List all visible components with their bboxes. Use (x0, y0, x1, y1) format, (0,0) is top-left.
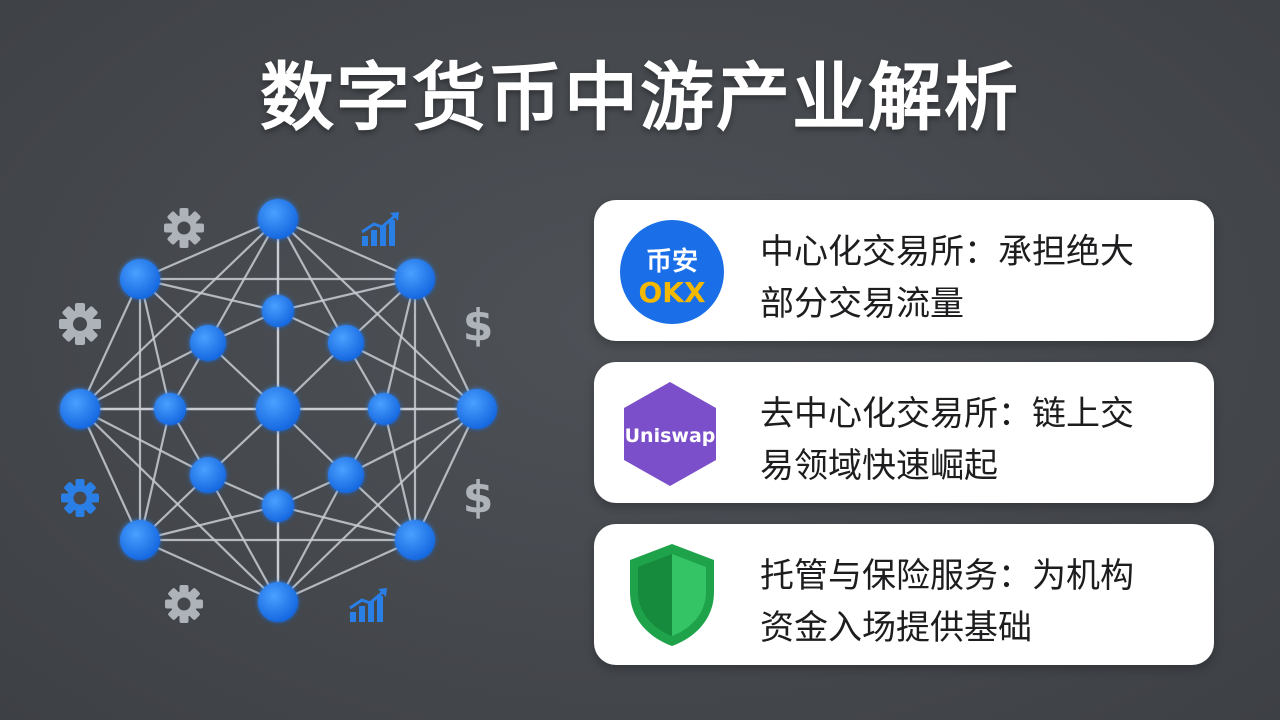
bar-chart-up-icon (349, 588, 387, 622)
network-node (395, 259, 435, 299)
network-node (190, 325, 226, 361)
card-line-2: 资金入场提供基础 (760, 608, 1032, 648)
card-text: 去中心化交易所：链上交 易领域快速崛起 (760, 388, 1190, 492)
network-node (368, 393, 400, 425)
network-node (120, 259, 160, 299)
card-line-2: 部分交易流量 (760, 284, 964, 324)
card-text: 托管与保险服务：为机构 资金入场提供基础 (760, 550, 1190, 654)
gear-icon (164, 208, 204, 248)
network-edge (277, 474, 347, 603)
network-edge (414, 278, 478, 410)
logo-text-okx: OKX (638, 276, 706, 309)
shield-icon (630, 544, 714, 646)
dollar-icon: $ (463, 472, 494, 523)
gear-icon (61, 479, 99, 517)
network-edge (79, 342, 209, 410)
network-edge (139, 504, 279, 542)
card-line-2: 易领域快速崛起 (760, 446, 998, 486)
network-edge (277, 218, 347, 344)
card-line-1: 去中心化交易所：链上交 (760, 394, 1134, 434)
network-node (154, 393, 186, 425)
network-edge (207, 218, 279, 344)
bar-chart-up-icon (361, 212, 399, 246)
network-node (258, 582, 298, 622)
logo-text-binance: 币安 (646, 247, 698, 277)
card-line-1: 托管与保险服务：为机构 (760, 556, 1134, 596)
card-custody-insurance: 托管与保险服务：为机构 资金入场提供基础 (594, 524, 1214, 665)
card-line-1: 中心化交易所：承担绝大 (760, 232, 1134, 272)
network-edge (414, 408, 478, 541)
network-edge (345, 408, 478, 476)
network-edge (277, 217, 416, 281)
network-node (262, 490, 294, 522)
network-node (258, 199, 298, 239)
network-edge (207, 474, 279, 603)
network-edge (79, 278, 141, 410)
network-edge (138, 408, 172, 541)
network-edge (79, 408, 279, 603)
page-title: 数字货币中游产业解析 (260, 55, 1020, 141)
card-centralized-exchange: 币安 OKX 中心化交易所：承担绝大 部分交易流量 (594, 200, 1214, 341)
network-node (262, 295, 294, 327)
logo-text-uniswap: Uniswap (625, 425, 716, 447)
network-edge (277, 538, 416, 604)
dollar-icon: $ (463, 300, 494, 351)
card-text: 中心化交易所：承担绝大 部分交易流量 (760, 226, 1190, 330)
network-edge (139, 538, 279, 604)
network-edge (382, 408, 417, 541)
network-edge (79, 218, 279, 410)
uniswap-logo: Uniswap (624, 382, 716, 486)
network-edge (138, 278, 172, 410)
gear-icon (59, 303, 101, 345)
network-node (457, 389, 497, 429)
card-decentralized-exchange: Uniswap 去中心化交易所：链上交 易领域快速崛起 (594, 362, 1214, 503)
network-edge (78, 408, 142, 541)
network-node (328, 325, 364, 361)
network-node (190, 457, 226, 493)
network-edge (139, 277, 279, 313)
network-node (328, 457, 364, 493)
network-node (395, 520, 435, 560)
network-edge (345, 342, 478, 410)
network-edge (79, 408, 209, 476)
network-node (256, 387, 300, 431)
network-nodes (60, 199, 497, 622)
binance-okx-logo: 币安 OKX (620, 220, 724, 324)
network-edge (139, 217, 279, 281)
network-edge (382, 278, 417, 410)
network-node (120, 520, 160, 560)
network-edge (277, 277, 416, 313)
network-node (60, 389, 100, 429)
gear-icon (165, 585, 203, 623)
network-edge (277, 504, 416, 542)
